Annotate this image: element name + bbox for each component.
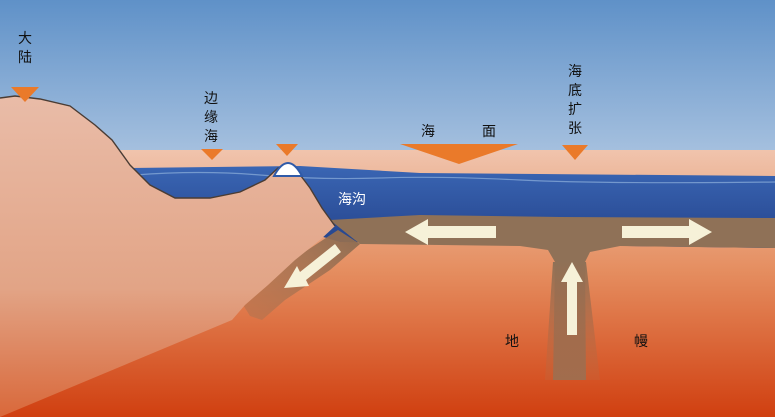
left-arrow-icon [405, 219, 496, 245]
oceanic-crust [330, 215, 775, 380]
seafloor-spreading-label: 海底扩张 [568, 64, 582, 137]
mantle-label-right: 幔 [634, 334, 648, 350]
marginal-sea-label: 边缘海 [204, 91, 218, 145]
right-arrow-icon [622, 219, 712, 245]
sea-surface-label-right: 面 [482, 124, 496, 140]
continent-marker-icon [11, 87, 39, 102]
island-arc-marker-icon [276, 144, 298, 156]
trench-label: 海沟 [338, 192, 366, 208]
sea-surface-marker-icon [400, 144, 518, 164]
marginal-sea-marker-icon [201, 149, 223, 160]
continent [0, 96, 335, 417]
sea-surface-label-left: 海 [421, 124, 435, 140]
mantle-label-left: 地 [505, 334, 519, 350]
subduction-arrow-icon [284, 244, 341, 288]
sea-surface-ripple [134, 171, 775, 184]
spreading-marker-icon [562, 145, 588, 160]
up-arrow-icon [561, 262, 583, 335]
continent-label: 大陆 [18, 31, 32, 66]
island-arc [272, 162, 304, 177]
